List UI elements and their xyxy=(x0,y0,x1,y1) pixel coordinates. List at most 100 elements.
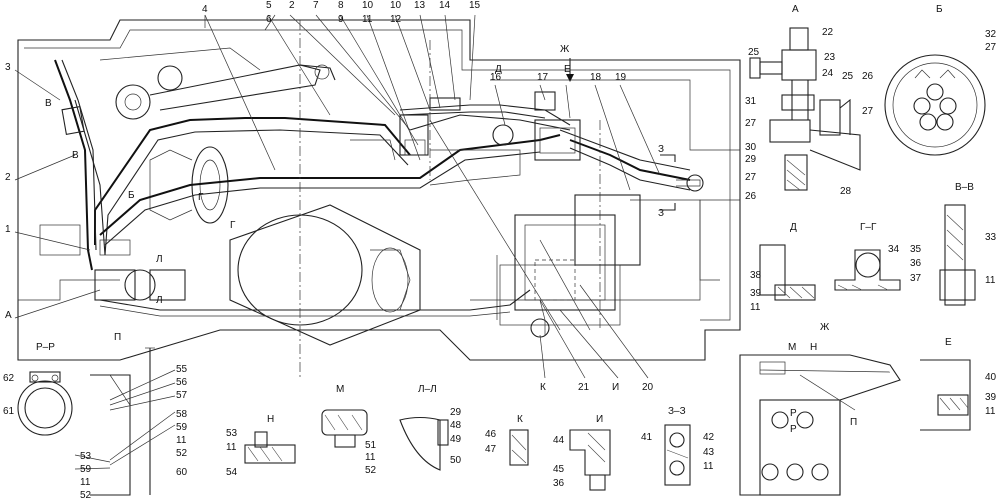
view-p-label-11: 11 xyxy=(176,435,187,446)
callout-20: 20 xyxy=(642,382,654,393)
callout-2-left: 2 xyxy=(5,172,11,183)
main-callouts: 4 5 6 2 7 8 9 10 11 10 12 13 14 15 16 17… xyxy=(5,0,664,393)
view-zh-label-N: Н xyxy=(810,342,817,353)
callout-1: 1 xyxy=(5,224,11,235)
view-p-label-60: 60 xyxy=(176,467,188,478)
view-n: Н 53 11 54 xyxy=(226,414,296,478)
view-ll-label-50: 50 xyxy=(450,455,462,466)
view-k-label-46: 46 xyxy=(485,429,497,440)
view-p-label-55: 55 xyxy=(176,364,188,375)
view-i-label-45: 45 xyxy=(553,464,565,475)
view-m-title: М xyxy=(336,384,344,395)
view-i-label-36: 36 xyxy=(553,478,565,489)
callout-9: 9 xyxy=(338,14,344,25)
callout-13: 13 xyxy=(414,0,426,11)
callout-2: 2 xyxy=(289,0,295,11)
view-zh-label-M: М xyxy=(788,342,796,353)
view-a: А 22 25 23 31 24 25 26 27 27 30 29 27 26… xyxy=(745,4,874,202)
marker-V-top: В xyxy=(45,98,52,109)
callout-19: 19 xyxy=(615,72,627,83)
view-a-label-26a: 26 xyxy=(862,71,874,82)
view-rr-label-61: 61 xyxy=(3,406,15,417)
callout-12: 12 xyxy=(390,14,402,25)
view-a-title: А xyxy=(792,4,799,15)
view-p-label-52b: 52 xyxy=(80,490,92,501)
marker-Z-top: З xyxy=(658,144,664,155)
view-k-label-47: 47 xyxy=(485,444,497,455)
marker-G-1: Г xyxy=(198,192,204,203)
view-a-label-24: 24 xyxy=(822,68,834,79)
view-e-label-40: 40 xyxy=(985,372,997,383)
view-p-label-52: 52 xyxy=(176,448,188,459)
view-n-title: Н xyxy=(267,414,274,425)
view-zz-label-42: 42 xyxy=(703,432,715,443)
view-n-label-11: 11 xyxy=(226,442,237,453)
view-ll-label-48: 48 xyxy=(450,420,462,431)
view-zh-label-R1: Р xyxy=(790,408,797,419)
view-gg-label-34: 34 xyxy=(888,244,900,255)
view-p-label-53: 53 xyxy=(80,451,92,462)
view-a-label-27c: 27 xyxy=(745,172,757,183)
view-p: П 55 56 57 58 59 11 52 53 59 11 52 60 xyxy=(74,332,188,501)
view-m: М 51 11 52 xyxy=(321,384,377,476)
view-a-label-31: 31 xyxy=(745,96,757,107)
callout-K: К xyxy=(540,382,546,393)
view-a-label-22: 22 xyxy=(822,27,834,38)
view-a-label-23: 23 xyxy=(824,52,836,63)
view-ll-title: Л–Л xyxy=(418,384,437,395)
view-zz-label-43: 43 xyxy=(703,447,715,458)
callout-10b: 10 xyxy=(390,0,402,11)
marker-B: Б xyxy=(128,190,135,201)
view-a-label-27a: 27 xyxy=(862,106,874,117)
view-zh-label-P: П xyxy=(850,417,857,428)
view-zh: Ж М Н Р Р П xyxy=(739,322,901,496)
view-a-label-28: 28 xyxy=(840,186,852,197)
view-a-label-27b: 27 xyxy=(745,118,757,129)
view-rr: Р–Р 62 61 xyxy=(3,342,73,436)
view-e-label-39: 39 xyxy=(985,392,997,403)
view-m-label-51: 51 xyxy=(365,440,377,451)
callout-I: И xyxy=(612,382,619,393)
view-i-title: И xyxy=(596,414,603,425)
view-rr-title: Р–Р xyxy=(36,342,55,353)
marker-Z-bottom: З xyxy=(658,208,664,219)
view-d-title: Д xyxy=(790,222,797,233)
callout-10a: 10 xyxy=(362,0,374,11)
view-d-label-38: 38 xyxy=(750,270,762,281)
view-zz-label-11: 11 xyxy=(703,461,714,472)
view-d-label-11: 11 xyxy=(750,302,761,313)
view-zh-title: Ж xyxy=(820,322,830,333)
view-rr-label-62: 62 xyxy=(3,373,15,384)
marker-D: Д xyxy=(495,64,502,75)
view-vv-title: В–В xyxy=(955,182,974,193)
callout-A: А xyxy=(5,310,12,321)
callout-15: 15 xyxy=(469,0,481,11)
callout-4: 4 xyxy=(202,4,208,15)
callout-11: 11 xyxy=(362,14,373,25)
view-zh-label-R2: Р xyxy=(790,424,797,435)
view-b-label-32: 32 xyxy=(985,29,997,40)
marker-Zh: Ж xyxy=(560,44,570,55)
callout-16: 16 xyxy=(490,72,502,83)
view-b: Б 32 27 xyxy=(884,4,997,156)
view-a-label-29: 29 xyxy=(745,154,757,165)
view-m-label-52: 52 xyxy=(365,465,377,476)
marker-E: Е xyxy=(564,64,571,75)
view-gg-label-36: 36 xyxy=(910,258,922,269)
callout-5: 5 xyxy=(266,0,272,11)
view-zz: З–З 41 42 43 11 xyxy=(641,406,715,486)
callout-21: 21 xyxy=(578,382,590,393)
main-assembly xyxy=(14,14,741,380)
view-b-label-27: 27 xyxy=(985,42,997,53)
callout-3: 3 xyxy=(5,62,11,73)
view-p-title: П xyxy=(114,332,121,343)
view-zz-title: З–З xyxy=(668,406,686,417)
view-p-label-11b: 11 xyxy=(80,477,91,488)
marker-G-2: Г xyxy=(230,220,236,231)
view-ll: Л–Л 29 48 49 50 xyxy=(399,384,462,471)
callout-6: 6 xyxy=(266,14,272,25)
view-d-label-39: 39 xyxy=(750,288,762,299)
view-a-label-25a: 25 xyxy=(748,47,760,58)
callout-8: 8 xyxy=(338,0,344,11)
